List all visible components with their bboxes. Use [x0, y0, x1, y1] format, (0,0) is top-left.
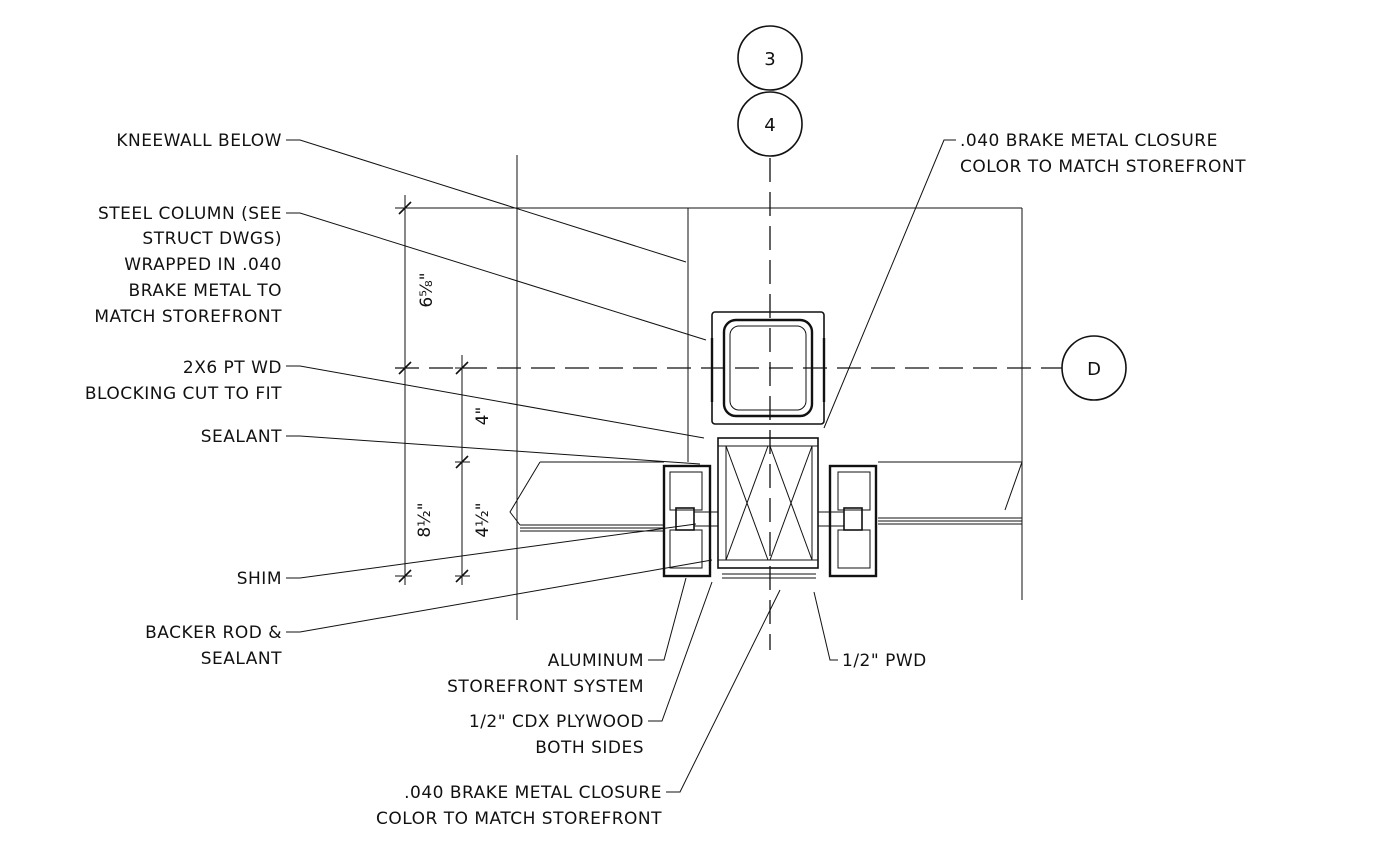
dimension-middle: 4"	[473, 407, 493, 426]
left-wall-section	[509, 461, 664, 532]
grid-bubble-d-text: D	[1087, 359, 1101, 380]
label-steel-column-line3: WRAPPED IN .040	[124, 255, 282, 275]
dimension-upper: 6⅝"	[417, 272, 437, 307]
label-kneewall-below: KNEEWALL BELOW	[116, 131, 282, 151]
label-pwd: 1/2" PWD	[842, 651, 927, 671]
dimension-lower-inner: 4½"	[473, 502, 493, 537]
label-sealant: SEALANT	[201, 427, 282, 447]
label-storefront-line2: STOREFRONT SYSTEM	[447, 677, 644, 697]
grid-bubble-d: D	[1061, 335, 1127, 401]
label-steel-column-line5: MATCH STOREFRONT	[94, 307, 282, 327]
label-plywood-line2: BOTH SIDES	[535, 738, 644, 758]
label-steel-column-line2: STRUCT DWGS)	[142, 229, 282, 249]
dimension-string-right	[455, 355, 470, 585]
label-backer-rod: BACKER ROD & SEALANT	[145, 623, 282, 669]
label-closure-top-line2: COLOR TO MATCH STOREFRONT	[960, 157, 1246, 177]
storefront-mullion-left	[662, 464, 718, 578]
label-closure-top: .040 BRAKE METAL CLOSURE COLOR TO MATCH …	[960, 131, 1246, 177]
grid-bubble-3: 3	[737, 25, 803, 91]
steel-column	[710, 311, 826, 425]
grid-bubble-3-text: 3	[764, 49, 775, 70]
label-backer-rod-line2: SEALANT	[201, 649, 282, 669]
label-closure-top-line1: .040 BRAKE METAL CLOSURE	[960, 131, 1218, 151]
label-blocking: 2X6 PT WD BLOCKING CUT TO FIT	[85, 358, 282, 404]
label-steel-column-line4: BRAKE METAL TO	[129, 281, 282, 301]
label-plywood-line1: 1/2" CDX PLYWOOD	[469, 712, 644, 732]
dimension-lower-overall: 8½"	[415, 502, 435, 537]
label-closure-bottom-line2: COLOR TO MATCH STOREFRONT	[376, 809, 662, 829]
grid-bubble-4: 4	[737, 91, 803, 157]
label-storefront-line1: ALUMINUM	[548, 651, 644, 671]
right-wall-section	[878, 461, 1023, 525]
label-steel-column: STEEL COLUMN (SEE STRUCT DWGS) WRAPPED I…	[94, 204, 282, 327]
dimension-string-left	[395, 195, 412, 585]
label-closure-bottom-line1: .040 BRAKE METAL CLOSURE	[404, 783, 662, 803]
label-closure-bottom: .040 BRAKE METAL CLOSURE COLOR TO MATCH …	[376, 783, 662, 829]
kneewall-outline	[408, 155, 1023, 620]
label-backer-rod-line1: BACKER ROD &	[145, 623, 282, 643]
label-storefront: ALUMINUM STOREFRONT SYSTEM	[447, 651, 644, 697]
blocking-2x6	[717, 437, 819, 579]
storefront-mullion-right	[818, 464, 878, 578]
label-blocking-line2: BLOCKING CUT TO FIT	[85, 384, 282, 404]
label-shim: SHIM	[237, 569, 282, 589]
leader-lines	[286, 139, 956, 793]
grid-bubble-4-text: 4	[764, 115, 775, 136]
label-plywood: 1/2" CDX PLYWOOD BOTH SIDES	[469, 712, 644, 758]
label-blocking-line1: 2X6 PT WD	[183, 358, 282, 378]
label-steel-column-line1: STEEL COLUMN (SEE	[98, 204, 282, 224]
